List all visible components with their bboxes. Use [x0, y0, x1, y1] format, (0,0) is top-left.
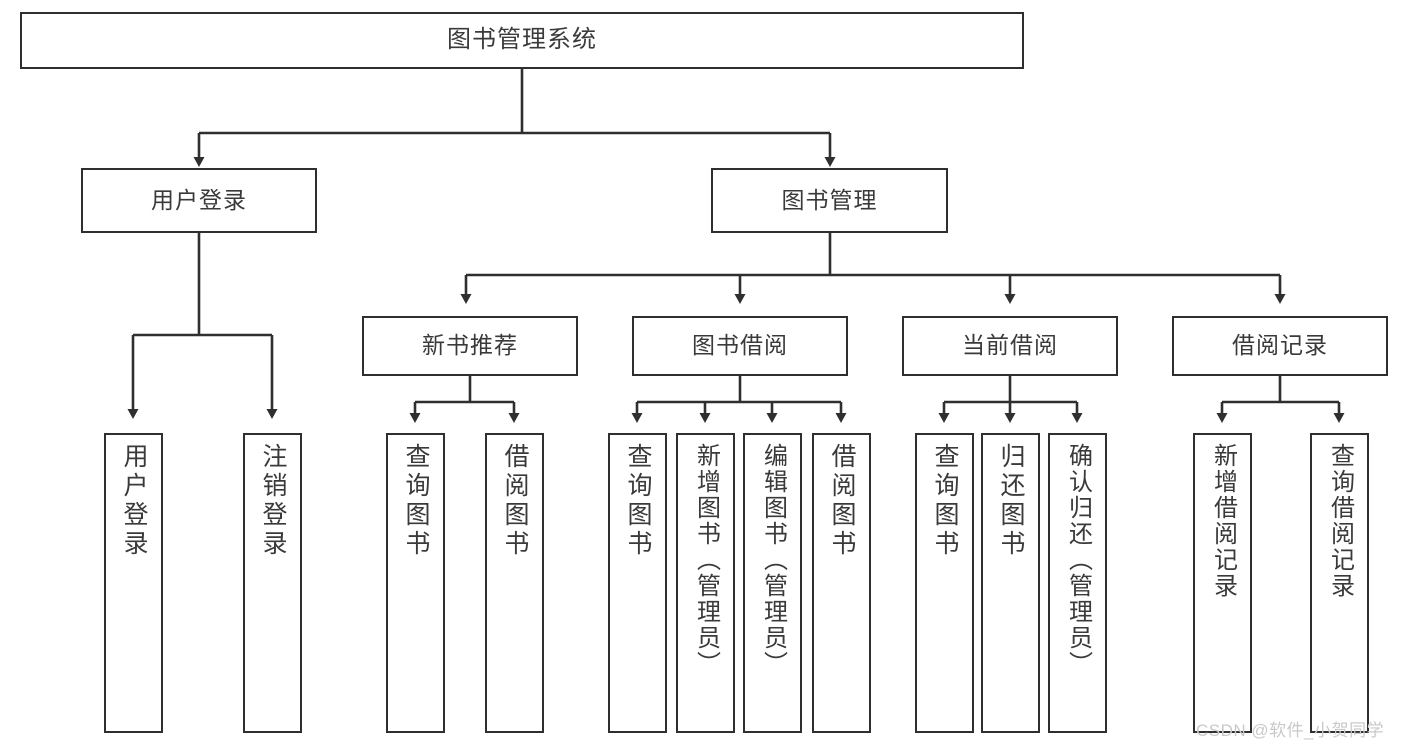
node-label: 查询图书	[624, 443, 652, 559]
leaf-add-book-admin[interactable]: 新增图书（管理员）	[676, 433, 735, 733]
node-label: 用户登录	[120, 443, 148, 559]
node-book-borrow[interactable]: 图书借阅	[632, 316, 848, 376]
node-label: 图书管理系统	[447, 26, 597, 54]
leaf-logout-login[interactable]: 注销登录	[243, 433, 302, 733]
csdn-watermark: CSDN @软件_小贺同学	[1196, 721, 1385, 740]
node-label: 确认归还（管理员）	[1064, 443, 1092, 677]
leaf-borrow-book[interactable]: 借阅图书	[812, 433, 871, 733]
node-borrow-record[interactable]: 借阅记录	[1172, 316, 1388, 376]
node-label: 用户登录	[151, 186, 247, 213]
node-label: 查询图书	[402, 443, 430, 559]
node-book-management[interactable]: 图书管理	[711, 168, 948, 233]
node-root-book-management-system[interactable]: 图书管理系统	[20, 12, 1024, 69]
node-label: 新增借阅记录	[1209, 443, 1237, 599]
node-label: 当前借阅	[962, 332, 1058, 359]
node-label: 图书管理	[781, 186, 878, 213]
leaf-add-borrow-record[interactable]: 新增借阅记录	[1193, 433, 1252, 733]
node-label: 图书借阅	[692, 332, 788, 359]
node-new-book-recommend[interactable]: 新书推荐	[362, 316, 578, 376]
node-label: 借阅记录	[1232, 332, 1328, 359]
leaf-query-book-borrow[interactable]: 查询图书	[608, 433, 667, 733]
leaf-query-borrow-record[interactable]: 查询借阅记录	[1310, 433, 1369, 733]
leaf-return-book[interactable]: 归还图书	[981, 433, 1040, 733]
node-label: 编辑图书（管理员）	[759, 443, 787, 677]
node-label: 查询借阅记录	[1326, 443, 1354, 599]
node-current-borrow[interactable]: 当前借阅	[902, 316, 1118, 376]
leaf-query-book-current[interactable]: 查询图书	[915, 433, 974, 733]
node-label: 借阅图书	[828, 443, 856, 559]
node-label: 借阅图书	[501, 443, 529, 559]
node-user-login[interactable]: 用户登录	[81, 168, 317, 233]
leaf-confirm-return-admin[interactable]: 确认归还（管理员）	[1048, 433, 1107, 733]
node-label: 新书推荐	[422, 332, 518, 359]
leaf-user-login[interactable]: 用户登录	[104, 433, 163, 733]
node-label: 注销登录	[259, 443, 287, 559]
leaf-borrow-book-recommend[interactable]: 借阅图书	[485, 433, 544, 733]
leaf-query-book-recommend[interactable]: 查询图书	[386, 433, 445, 733]
node-label: 查询图书	[931, 443, 959, 559]
node-label: 新增图书（管理员）	[692, 443, 720, 677]
node-label: 归还图书	[997, 443, 1025, 559]
leaf-edit-book-admin[interactable]: 编辑图书（管理员）	[743, 433, 802, 733]
